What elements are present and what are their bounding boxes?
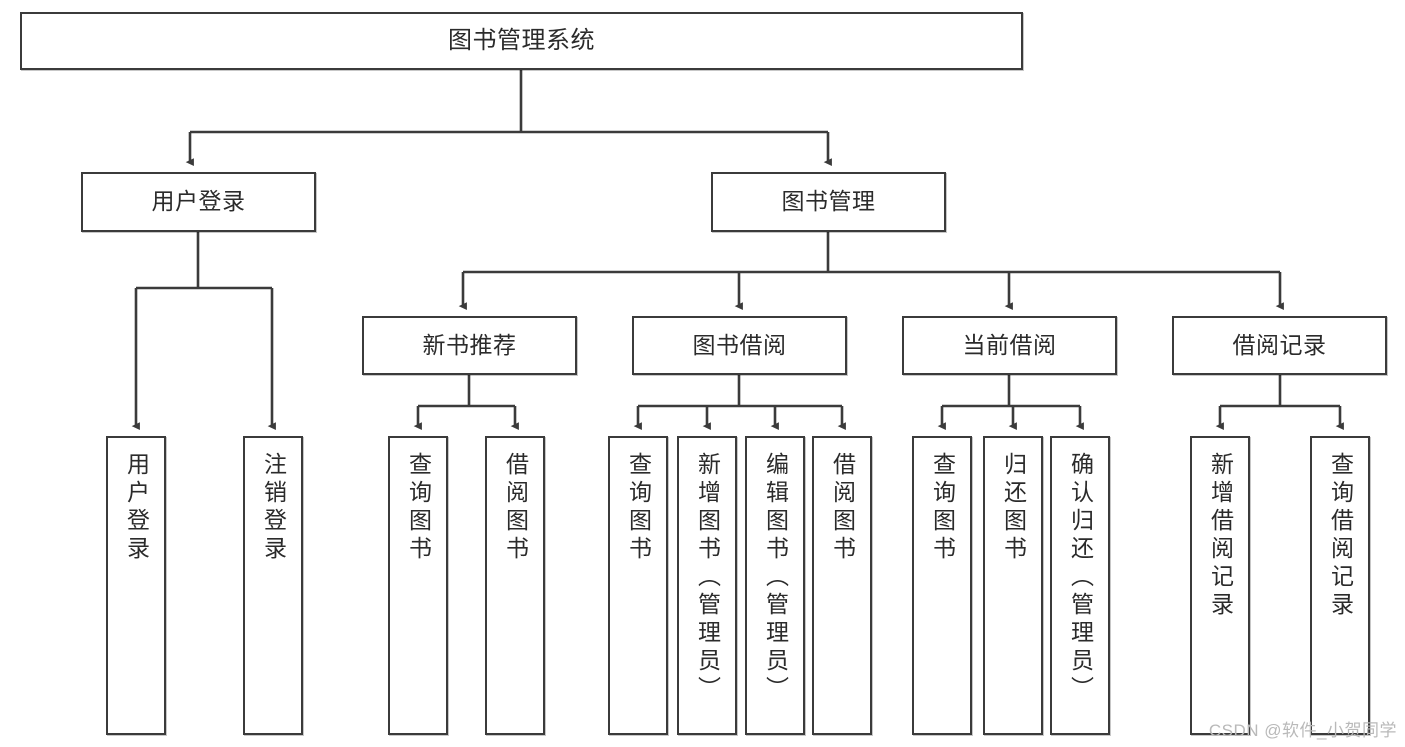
node-book-borrow[interactable]: 图书借阅 bbox=[632, 316, 847, 375]
node-user-login[interactable]: 用户登录 bbox=[81, 172, 316, 232]
node-book-borrow-label: 图书借阅 bbox=[692, 331, 787, 358]
node-leaf-add-record[interactable]: 新增借阅记录 bbox=[1190, 436, 1250, 735]
node-user-login-label: 用户登录 bbox=[151, 188, 246, 215]
node-leaf-borrow-book-rec[interactable]: 借阅图书 bbox=[485, 436, 545, 735]
node-borrow-record[interactable]: 借阅记录 bbox=[1172, 316, 1387, 375]
node-leaf-query-book-rec[interactable]: 查询图书 bbox=[388, 436, 448, 735]
node-leaf-edit-book[interactable]: 编辑图书（管理员） bbox=[745, 436, 805, 735]
node-leaf-query-book-current[interactable]: 查询图书 bbox=[912, 436, 972, 735]
node-leaf-query-book-borrow[interactable]: 查询图书 bbox=[608, 436, 668, 735]
node-leaf-confirm-return[interactable]: 确认归还（管理员） bbox=[1050, 436, 1110, 735]
node-leaf-return-book[interactable]: 归还图书 bbox=[983, 436, 1043, 735]
node-leaf-add-book[interactable]: 新增图书（管理员） bbox=[677, 436, 737, 735]
node-leaf-borrow-book-rec-label: 借阅图书 bbox=[502, 452, 529, 564]
node-leaf-user-login[interactable]: 用户登录 bbox=[106, 436, 166, 735]
node-leaf-query-book-rec-label: 查询图书 bbox=[405, 452, 432, 564]
node-leaf-add-record-label: 新增借阅记录 bbox=[1207, 452, 1234, 620]
node-leaf-user-logout-label: 注销登录 bbox=[260, 452, 287, 564]
node-leaf-confirm-return-label: 确认归还（管理员） bbox=[1067, 452, 1094, 704]
node-leaf-query-record-label: 查询借阅记录 bbox=[1327, 452, 1354, 620]
node-book-manage[interactable]: 图书管理 bbox=[711, 172, 946, 232]
node-current-borrow[interactable]: 当前借阅 bbox=[902, 316, 1117, 375]
node-leaf-user-login-label: 用户登录 bbox=[123, 452, 150, 564]
node-leaf-edit-book-label: 编辑图书（管理员） bbox=[762, 452, 789, 704]
node-leaf-return-book-label: 归还图书 bbox=[1000, 452, 1027, 564]
node-borrow-record-label: 借阅记录 bbox=[1232, 331, 1327, 358]
node-new-book-rec-label: 新书推荐 bbox=[422, 331, 517, 358]
node-leaf-borrow-book[interactable]: 借阅图书 bbox=[812, 436, 872, 735]
node-new-book-rec[interactable]: 新书推荐 bbox=[362, 316, 577, 375]
node-leaf-query-book-current-label: 查询图书 bbox=[929, 452, 956, 564]
node-current-borrow-label: 当前借阅 bbox=[962, 331, 1057, 358]
csdn-watermark: CSDN @软件_小贺同学 bbox=[1208, 721, 1397, 740]
node-leaf-borrow-book-label: 借阅图书 bbox=[829, 452, 856, 564]
node-root-label: 图书管理系统 bbox=[448, 26, 595, 54]
node-leaf-user-logout[interactable]: 注销登录 bbox=[243, 436, 303, 735]
node-leaf-query-book-borrow-label: 查询图书 bbox=[625, 452, 652, 564]
node-root[interactable]: 图书管理系统 bbox=[20, 12, 1023, 70]
node-book-manage-label: 图书管理 bbox=[781, 188, 876, 215]
node-leaf-query-record[interactable]: 查询借阅记录 bbox=[1310, 436, 1370, 735]
node-leaf-add-book-label: 新增图书（管理员） bbox=[694, 452, 721, 704]
